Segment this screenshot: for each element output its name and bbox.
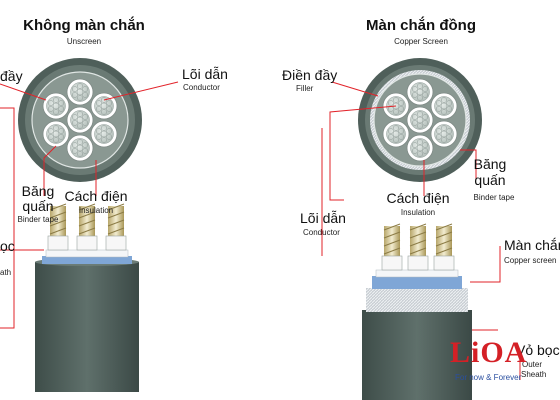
right-screen-label: Màn chắn bbox=[504, 237, 560, 253]
left-leader-lines bbox=[0, 81, 179, 329]
right-subtitle: Copper Screen bbox=[394, 37, 448, 46]
left-core-center bbox=[66, 106, 94, 134]
left-conductor-sub: Conductor bbox=[183, 83, 220, 92]
right-core-center bbox=[406, 106, 434, 134]
right-filler-label: Điền đầy bbox=[282, 67, 338, 83]
right-sheath-sub-1: Outer bbox=[522, 360, 543, 369]
left-subtitle: Unscreen bbox=[66, 37, 102, 46]
left-binder-sub: Binder tape bbox=[17, 215, 59, 224]
right-cable-end bbox=[362, 223, 472, 400]
left-core-6 bbox=[42, 92, 70, 120]
left-cross-section bbox=[18, 58, 142, 182]
left-core-4 bbox=[66, 134, 94, 162]
right-leader-lines bbox=[321, 81, 521, 380]
brand-slogan: For now & Forever bbox=[455, 373, 522, 382]
left-core-1 bbox=[66, 78, 94, 106]
right-cross-section bbox=[358, 58, 482, 182]
right-core-4 bbox=[406, 134, 434, 162]
left-binder-label-2: quấn bbox=[22, 198, 54, 214]
left-insulation-sub: Insulation bbox=[78, 206, 114, 215]
left-sheath-label: ọc bbox=[0, 238, 15, 254]
right-core-1 bbox=[406, 78, 434, 106]
right-screen-sub: Copper screen bbox=[504, 256, 557, 265]
right-conductor-sub: Conductor bbox=[303, 228, 340, 237]
right-insulation-label: Cách điện bbox=[386, 190, 450, 206]
left-binder-label-1: Băng bbox=[21, 183, 55, 199]
right-title: Màn chắn đồng bbox=[366, 17, 476, 34]
right-core-5 bbox=[382, 120, 410, 148]
right-core-3 bbox=[430, 120, 458, 148]
brand-logo: LiOA bbox=[450, 336, 528, 369]
left-core-5 bbox=[42, 120, 70, 148]
left-core-3 bbox=[90, 120, 118, 148]
right-filler-sub: Filler bbox=[296, 84, 314, 93]
right-conductor-label: Lõi dẫn bbox=[300, 210, 346, 226]
left-title: Không màn chắn bbox=[23, 17, 145, 34]
left-cable-end bbox=[35, 203, 139, 392]
left-sheath-sub: ath bbox=[0, 268, 12, 277]
right-sheath-label: Vỏ bọc bbox=[516, 342, 560, 358]
right-core-2 bbox=[430, 92, 458, 120]
right-insulation-sub: Insulation bbox=[400, 208, 436, 217]
left-core-2 bbox=[90, 92, 118, 120]
left-filler-label: đầy bbox=[0, 68, 23, 84]
right-sheath-sub-2: Sheath bbox=[521, 370, 547, 379]
right-binder-label-1: Băng bbox=[473, 156, 507, 172]
right-binder-label-2: quấn bbox=[474, 172, 506, 188]
left-conductor-label: Lõi dẫn bbox=[182, 66, 228, 82]
left-insulation-label: Cách điện bbox=[64, 188, 128, 204]
right-binder-sub: Binder tape bbox=[473, 193, 515, 202]
